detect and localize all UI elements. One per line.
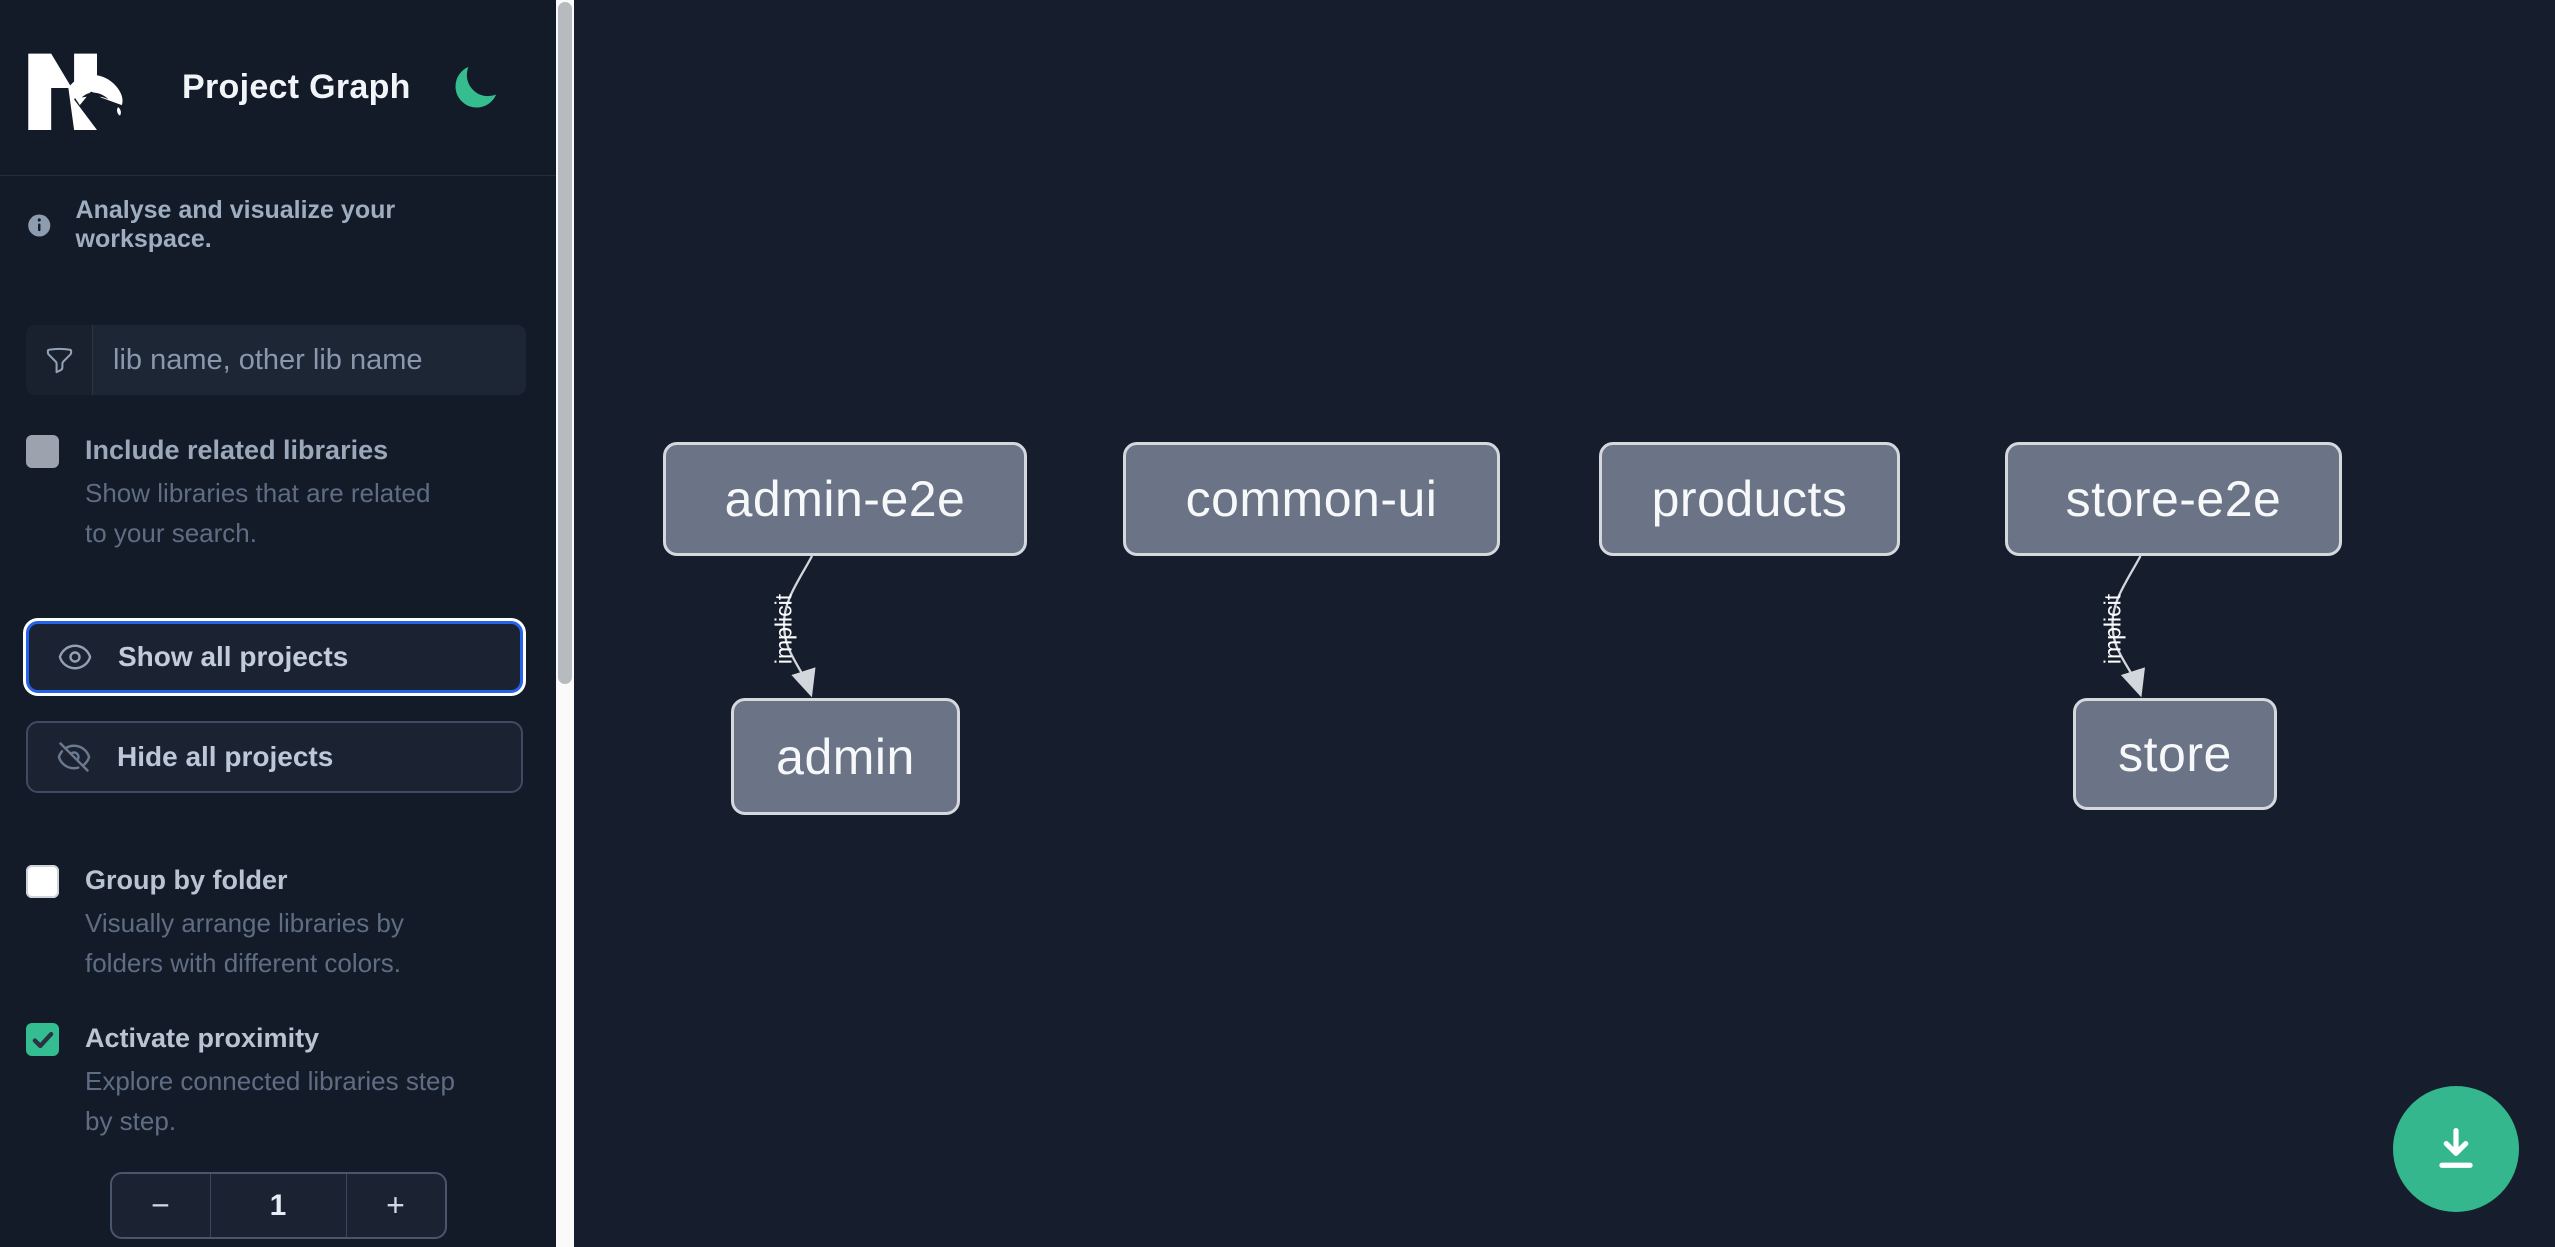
graph-canvas[interactable]: store admin store-e2e products common-ui admi… bbox=[574, 0, 2555, 1247]
checkbox-group-by-folder[interactable] bbox=[26, 865, 59, 898]
sidebar-scrollbar-thumb[interactable] bbox=[558, 2, 572, 684]
graph-node-products[interactable]: products bbox=[1599, 442, 1900, 556]
hide-all-projects-button[interactable]: Hide all projects bbox=[26, 721, 523, 793]
checkbox-activate-proximity[interactable] bbox=[26, 1023, 59, 1056]
toggle-description: Show libraries that are related to your … bbox=[85, 478, 431, 548]
app-title: Project Graph bbox=[182, 68, 411, 106]
toggle-label: Activate proximity bbox=[85, 1023, 320, 1053]
graph-node-admin[interactable]: admin bbox=[731, 698, 960, 815]
tagline-row: Analyse and visualize your workspace. bbox=[26, 196, 530, 253]
search-input[interactable] bbox=[93, 325, 526, 395]
filter-icon-cell bbox=[26, 325, 93, 395]
graph-node-store-e2e[interactable]: store-e2e bbox=[2005, 442, 2342, 556]
toggle-group-by-folder[interactable]: Group by folder Visually arrange librari… bbox=[26, 863, 526, 983]
toggle-description: Explore connected libraries step by step… bbox=[85, 1066, 455, 1136]
sidebar-header: Project Graph bbox=[0, 0, 556, 176]
show-all-projects-button[interactable]: Show all projects bbox=[26, 621, 523, 693]
graph-node-admin-e2e[interactable]: admin-e2e bbox=[663, 442, 1027, 556]
graph-edges-layer bbox=[782, 555, 2145, 698]
info-icon bbox=[28, 213, 51, 237]
graph-node-store[interactable]: store bbox=[2073, 698, 2277, 810]
moon-icon bbox=[455, 66, 496, 107]
stepper-decrement-button[interactable]: − bbox=[112, 1174, 211, 1237]
checkmark-icon bbox=[32, 1031, 53, 1048]
search-filter-group bbox=[26, 325, 526, 395]
stepper-value: 1 bbox=[269, 1188, 287, 1222]
checkbox-include-related[interactable] bbox=[26, 435, 59, 468]
download-icon bbox=[2439, 1127, 2473, 1168]
sidebar-scrollbar-track[interactable] bbox=[556, 0, 574, 1247]
edge-label-admin-e2e-admin: implicit bbox=[770, 593, 797, 665]
toggle-label: Include related libraries bbox=[85, 435, 389, 465]
download-graph-button[interactable] bbox=[2393, 1086, 2519, 1212]
graph-node-common-ui[interactable]: common-ui bbox=[1123, 442, 1500, 556]
sidebar: Project Graph Analyse and visualize your… bbox=[0, 0, 556, 1247]
toggle-description: Visually arrange libraries by folders wi… bbox=[85, 908, 404, 978]
tagline-text: Analyse and visualize your workspace. bbox=[75, 196, 396, 253]
nx-logo-icon bbox=[28, 53, 123, 130]
stepper-increment-button[interactable]: + bbox=[345, 1174, 445, 1237]
toggle-label: Group by folder bbox=[85, 865, 288, 895]
theme-toggle-button[interactable] bbox=[447, 60, 503, 116]
eye-slash-icon bbox=[57, 742, 91, 772]
eye-icon bbox=[58, 644, 92, 670]
edge-label-store-e2e-store: implicit bbox=[2099, 593, 2125, 665]
graph-edge-store-e2e-store bbox=[2111, 555, 2145, 698]
toggle-include-related-libraries[interactable]: Include related libraries Show libraries… bbox=[26, 433, 526, 553]
proximity-depth-stepper: − 1 + bbox=[109, 1172, 447, 1239]
hide-all-projects-label: Hide all projects bbox=[117, 741, 334, 772]
toggle-activate-proximity[interactable]: Activate proximity Explore connected lib… bbox=[26, 1021, 526, 1141]
graph-edge-admin-e2e-admin bbox=[782, 555, 816, 698]
show-all-projects-label: Show all projects bbox=[118, 641, 349, 672]
filter-funnel-icon bbox=[46, 347, 72, 373]
